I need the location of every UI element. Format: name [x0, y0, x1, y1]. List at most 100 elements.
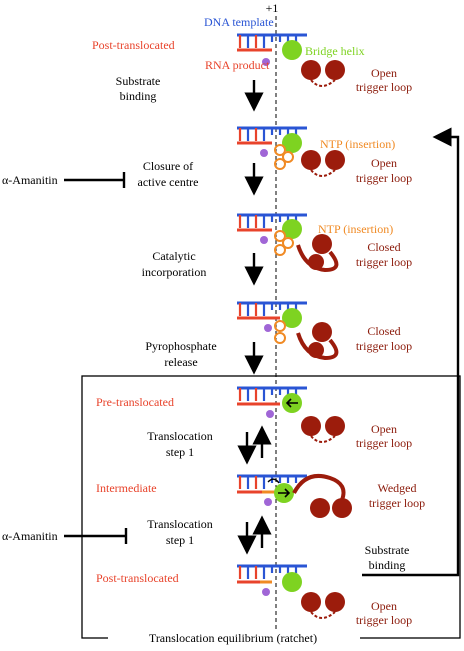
label-open-trigger-1a: Open	[371, 66, 397, 80]
label-pre-translocated: Pre-translocated	[96, 395, 174, 409]
label-open-trigger-4a: Open	[371, 599, 397, 613]
trigger-loop-open-3	[301, 416, 345, 443]
step-substrate-binding-b: binding	[120, 89, 157, 103]
bridge-helix-7	[282, 572, 302, 592]
trigger-loop-helix	[292, 473, 346, 501]
phosphate-dot	[264, 498, 272, 506]
ratchet-box-caption: Translocation equilibrium (ratchet)	[149, 631, 317, 645]
label-closed-trigger-2b: trigger loop	[356, 339, 412, 353]
step-translocation-1b-a: Translocation	[147, 517, 213, 531]
bridge-helix-4	[282, 308, 302, 328]
ntp-2	[274, 230, 294, 256]
trigger-loop-domain	[325, 150, 345, 170]
phosphate-dot	[260, 236, 268, 244]
label-post-translocated-top: Post-translocated	[92, 38, 175, 52]
phosphate-dot	[262, 58, 270, 66]
phosphate-dot	[266, 410, 274, 418]
state-3-ntp-closed	[237, 213, 339, 273]
trigger-loop-domain	[301, 150, 321, 170]
label-closed-trigger-1b: trigger loop	[356, 255, 412, 269]
trigger-loop-domain	[325, 60, 345, 80]
base-pair-ticks	[238, 128, 298, 141]
base-pair-ticks	[238, 35, 298, 48]
trigger-loop-closed-1	[296, 234, 339, 273]
state-4-incorporated	[237, 301, 339, 361]
label-open-trigger-3b: trigger loop	[356, 436, 412, 450]
bridge-helix-1	[282, 40, 302, 60]
bridge-helix-3	[282, 219, 302, 239]
trigger-loop-dashed	[310, 611, 336, 619]
duplex-1	[237, 33, 307, 66]
trigger-loop-dashed	[310, 79, 336, 87]
base-pair-ticks	[238, 388, 298, 401]
ntp-3	[274, 320, 286, 344]
label-open-trigger-1b: trigger loop	[356, 80, 412, 94]
ntp-ring	[274, 230, 286, 242]
base-pair-ticks	[238, 303, 298, 316]
state-7-post-translocated	[237, 564, 345, 619]
trigger-loop-domain	[312, 322, 332, 342]
ntp-ring	[274, 144, 286, 156]
state-6-intermediate	[237, 473, 352, 518]
phosphate-dot	[262, 588, 270, 596]
step-closure-a: Closure of	[143, 159, 193, 173]
ntp-ring	[282, 151, 294, 163]
trigger-loop-wedged	[292, 473, 352, 518]
label-open-trigger-4b: trigger loop	[356, 613, 412, 627]
return-arrow-substrate-binding	[362, 127, 460, 577]
trigger-loop-dashed	[310, 435, 336, 443]
plus-one-marker: +1	[266, 1, 279, 15]
ntp-ring	[274, 332, 286, 344]
step-translocation-1a-b: step 1	[166, 445, 194, 459]
label-intermediate: Intermediate	[96, 481, 157, 495]
state-2-ntp-open	[237, 126, 345, 177]
label-closed-trigger-1a: Closed	[367, 240, 400, 254]
bridge-right-arrow	[278, 488, 291, 498]
trigger-loop-domain	[301, 60, 321, 80]
trigger-loop-domain	[325, 592, 345, 612]
label-open-trigger-2b: trigger loop	[356, 171, 412, 185]
trigger-loop-open-1	[301, 60, 345, 87]
curved-shift-arrow	[267, 478, 280, 484]
ntp-ring	[274, 244, 286, 256]
ntp-ring	[274, 158, 286, 170]
step-translocation-1a-a: Translocation	[147, 429, 213, 443]
label-wedged-trigger-b: trigger loop	[369, 496, 425, 510]
step-substrate-binding-loop-a: Substrate	[365, 543, 410, 557]
bridge-helix-2	[282, 133, 302, 153]
trigger-loop-helix	[296, 332, 339, 361]
label-wedged-trigger-a: Wedged	[377, 481, 416, 495]
phosphate-dot	[264, 324, 272, 332]
phosphate-dot	[260, 149, 268, 157]
state-5-pre-translocated	[237, 386, 345, 443]
step-closure-b: active centre	[138, 175, 199, 189]
trigger-loop-domain	[310, 498, 330, 518]
label-open-trigger-2a: Open	[371, 156, 397, 170]
ratchet-caption-bg	[108, 630, 360, 644]
base-pair-ticks	[238, 566, 298, 579]
step-catalytic-b: incorporation	[142, 265, 207, 279]
trigger-loop-open-2	[301, 150, 345, 177]
trigger-loop-domain	[301, 592, 321, 612]
trigger-loop-closed-2	[296, 322, 339, 361]
label-ntp-insertion-2: NTP (insertion)	[318, 222, 393, 236]
label-closed-trigger-2a: Closed	[367, 324, 400, 338]
state-1-post-translocated	[237, 33, 345, 87]
step-substrate-binding-a: Substrate	[116, 74, 161, 88]
trigger-loop-domain	[312, 234, 332, 254]
step-pyrophosphate-b: release	[164, 355, 197, 369]
step-translocation-1b-b: step 1	[166, 533, 194, 547]
step-pyrophosphate-a: Pyrophosphate	[145, 339, 216, 353]
label-open-trigger-3a: Open	[371, 422, 397, 436]
trigger-loop-domain	[332, 498, 352, 518]
label-post-translocated-bottom: Post-translocated	[96, 571, 179, 585]
label-rna-product: RNA product	[205, 58, 270, 72]
trigger-loop-domain	[301, 416, 321, 436]
bridge-left-arrow	[285, 398, 298, 408]
inhibitor-amanitin-bottom: α-Amanitin	[2, 529, 58, 543]
ntp-1	[274, 144, 294, 170]
inhibitor-amanitin-top: α-Amanitin	[2, 173, 58, 187]
label-dna-template: DNA template	[204, 15, 274, 29]
step-substrate-binding-loop-b: binding	[369, 558, 406, 572]
